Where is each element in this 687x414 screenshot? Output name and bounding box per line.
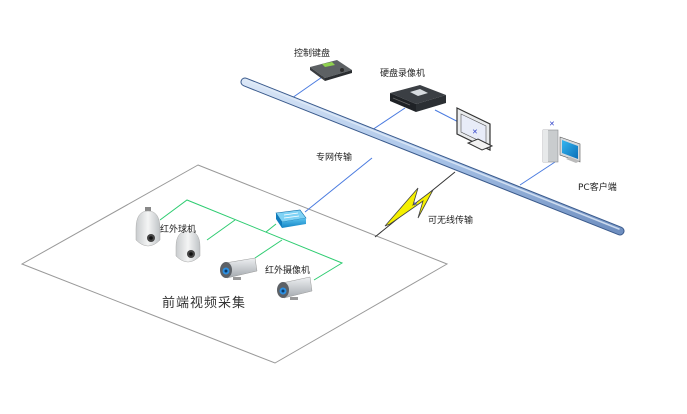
ir-dome-camera-1-icon[interactable] <box>135 207 161 247</box>
monitor-icon[interactable]: ✕ <box>456 107 494 151</box>
svg-text:✕: ✕ <box>549 120 555 128</box>
ir-bullet-camera-1-icon[interactable] <box>220 257 258 280</box>
svg-text:✕: ✕ <box>472 128 478 136</box>
pc-client-icon[interactable]: ✕ <box>542 120 581 163</box>
front-end-area-boundary <box>20 164 449 364</box>
ir-camera-label: 红外摄像机 <box>265 266 311 276</box>
front-end-area-title: 前端视频采集 <box>162 296 247 311</box>
dvr-label: 硬盘录像机 <box>380 69 426 79</box>
control-keyboard-icon[interactable] <box>310 60 352 81</box>
dvr-icon[interactable] <box>390 85 446 112</box>
local-links <box>159 199 344 281</box>
ir-dome-label: 红外球机 <box>160 225 197 235</box>
link-pc-bus <box>519 161 556 186</box>
link-switch-bus <box>304 157 373 213</box>
lightning-marker-icon: ✕ <box>413 201 418 208</box>
ir-dome-camera-2-icon[interactable] <box>175 230 201 263</box>
network-switch-icon[interactable] <box>275 209 307 228</box>
link-keyboard-bus <box>291 74 326 99</box>
control-keyboard-label: 控制键盘 <box>294 49 331 59</box>
link-dvr-bus <box>371 107 406 131</box>
pc-client-label: PC客户端 <box>578 183 617 193</box>
private-network-label: 专网传输 <box>316 153 353 163</box>
lightning-icon <box>384 187 434 227</box>
wireless-label: 可无线传输 <box>428 216 474 226</box>
ir-bullet-camera-2-icon[interactable] <box>277 276 313 300</box>
network-bus <box>240 77 625 236</box>
